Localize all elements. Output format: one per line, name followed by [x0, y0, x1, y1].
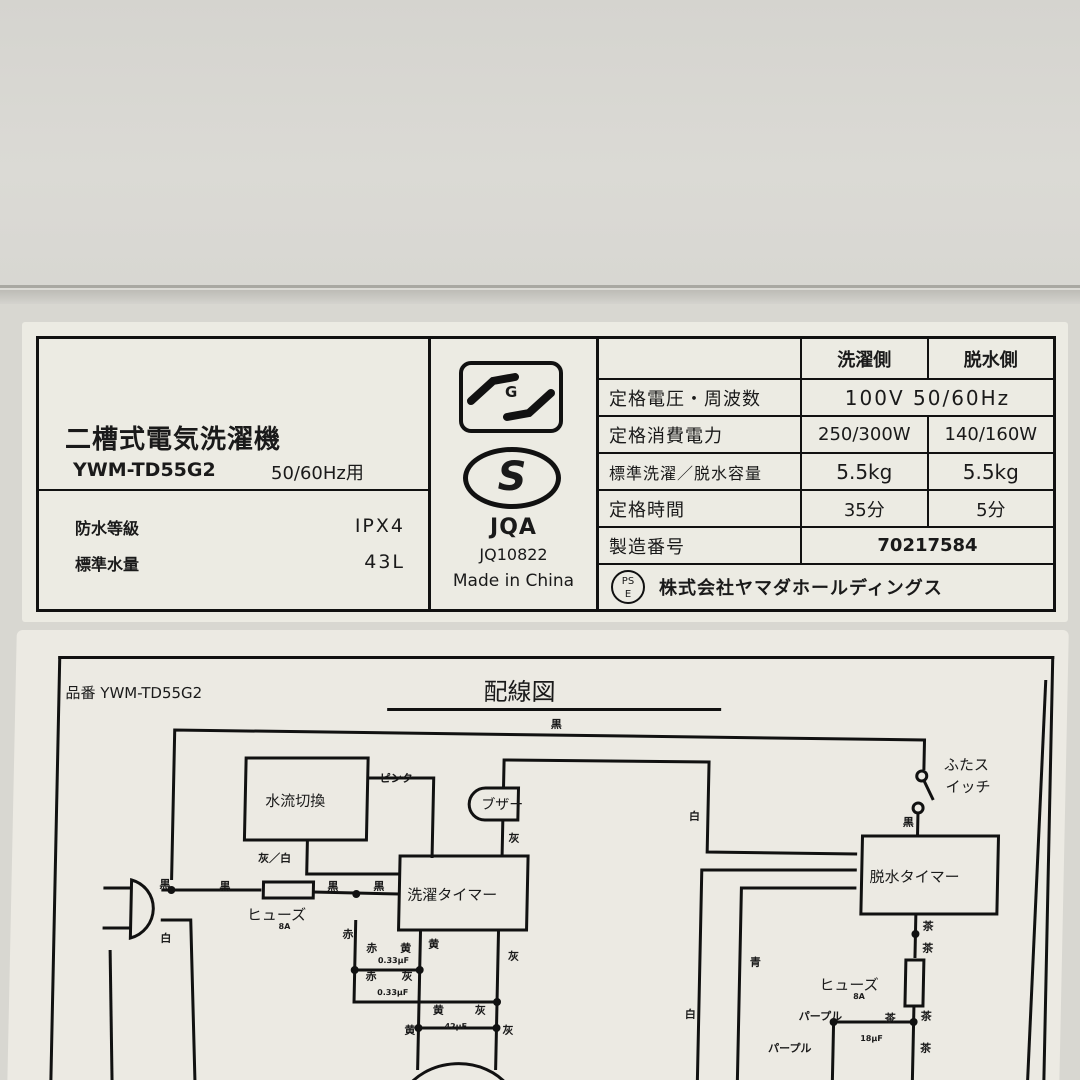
fuse-wash-label: ヒューズ — [246, 906, 307, 924]
pse-bottom: E — [624, 589, 632, 600]
wire-label-red-2: 赤 — [366, 942, 378, 955]
spin-time-value: 5分 — [927, 490, 1053, 528]
capacitor-value-3: 42μF — [444, 1022, 468, 1031]
water-flow-switch-label: 水流切換 — [265, 792, 326, 810]
wash-timer-label: 洗濯タイマー — [407, 886, 498, 904]
wire-label-black-plug: 黒 — [159, 878, 171, 891]
lid-edge — [0, 290, 1080, 304]
wire-label-black-top: 黒 — [550, 718, 562, 731]
wash-capacity-value: 5.5kg — [801, 453, 929, 491]
wire-label-brown-5: 茶 — [919, 1042, 932, 1055]
waterproof-grade-row: 防水等級 IPX4 — [75, 515, 405, 539]
header-spin-side: 脱水側 — [927, 339, 1053, 380]
row-label: 定格電圧・周波数 — [599, 379, 802, 417]
fuse-wash-rating: 8A — [278, 922, 291, 931]
wire-label-yellow: 黄 — [400, 942, 412, 955]
row-label: 標準洗濯／脱水容量 — [599, 453, 802, 491]
rating-plate-frame: 二槽式電気洗濯機 YWM-TD55G2 50/60Hz用 防水等級 IPX4 標… — [36, 336, 1056, 612]
standard-water-row: 標準水量 43L — [75, 551, 405, 575]
table-row: 製造番号 70217584 — [599, 527, 1053, 565]
wire-label-black-lid: 黒 — [902, 816, 914, 829]
table-header-row: 洗濯側 脱水側 — [599, 339, 1053, 380]
spin-capacity-value: 5.5kg — [927, 453, 1053, 491]
product-header: 二槽式電気洗濯機 YWM-TD55G2 50/60Hz用 — [39, 339, 428, 491]
table-row: 定格電圧・周波数 100V 50/60Hz — [599, 379, 1053, 417]
manufacturer-row: PS E 株式会社ヤマダホールディングス — [599, 565, 1053, 609]
wire-label-purple-2: パープル — [767, 1042, 812, 1055]
spec-value: 43L — [364, 551, 405, 573]
product-info-section: 二槽式電気洗濯機 YWM-TD55G2 50/60Hz用 防水等級 IPX4 標… — [39, 339, 431, 609]
spec-value: IPX4 — [354, 515, 405, 537]
spec-table-section: 洗濯側 脱水側 定格電圧・周波数 100V 50/60Hz 定格消費電力 250… — [599, 339, 1053, 609]
wire-label-gray-5: 灰 — [502, 1024, 514, 1037]
g-letter: G — [505, 383, 518, 401]
wire-label-red: 赤 — [342, 928, 354, 941]
wire-label-black-2: 黒 — [219, 880, 231, 893]
spec-table: 洗濯側 脱水側 定格電圧・周波数 100V 50/60Hz 定格消費電力 250… — [599, 339, 1053, 565]
wire-label-purple-1: パープル — [798, 1010, 843, 1023]
wire-label-yellow-2: 黄 — [428, 938, 440, 951]
wire-label-white: 白 — [688, 810, 701, 823]
wire-label-brown-4: 茶 — [920, 1010, 932, 1023]
buzzer-label: ブザー — [480, 797, 524, 813]
wash-time-value: 35分 — [801, 490, 929, 528]
lid-switch-label-2: イッチ — [945, 778, 991, 796]
jqa-label: JQA — [490, 515, 537, 540]
spin-timer-label: 脱水タイマー — [869, 868, 960, 886]
fuse-spin-rating: 8A — [853, 992, 866, 1001]
frequency-use: 50/60Hz用 — [271, 463, 364, 484]
circuit-lines — [102, 679, 1048, 1080]
jqa-number: JQ10822 — [479, 545, 548, 564]
wire-label-gray-buzzer: 灰 — [508, 832, 520, 845]
capacitor-value-1: 0.33μF — [377, 956, 410, 965]
header-blank — [599, 339, 802, 380]
rating-plate: 二槽式電気洗濯機 YWM-TD55G2 50/60Hz用 防水等級 IPX4 標… — [22, 322, 1068, 622]
wire-label-blue: 青 — [749, 956, 761, 969]
manufacturer-name: 株式会社ヤマダホールディングス — [659, 578, 943, 599]
row-label: 定格消費電力 — [599, 416, 802, 454]
fuse-spin-label: ヒューズ — [819, 976, 879, 994]
serial-number-value: 70217584 — [801, 527, 1053, 565]
washer-lid — [0, 0, 1080, 288]
s-mark-icon: S — [463, 447, 561, 509]
lid-switch-label-1: ふたス — [943, 756, 990, 774]
wire-label-brown-2: 茶 — [922, 942, 934, 955]
wire-label-white-2: 白 — [684, 1008, 696, 1021]
wash-power-value: 250/300W — [801, 416, 929, 454]
wire-label-pink: ピンク — [379, 772, 413, 785]
table-row: 標準洗濯／脱水容量 5.5kg 5.5kg — [599, 453, 1053, 491]
capacitor-value-2: 0.33μF — [377, 988, 409, 997]
capacitor-value-4: 18μF — [860, 1034, 883, 1043]
model-number: YWM-TD55G2 — [73, 459, 216, 481]
table-row: 定格消費電力 250/300W 140/160W — [599, 416, 1053, 454]
wire-label-black-3: 黒 — [327, 880, 339, 893]
wire-label-gray-2: 灰 — [401, 970, 413, 983]
pse-top: PS — [621, 576, 635, 587]
wire-label-gray-4: 灰 — [474, 1004, 486, 1017]
pse-mark-icon: PS E — [611, 570, 645, 604]
wire-label-gray-white: 灰／白 — [257, 852, 292, 865]
wire-label-brown-3: 茶 — [884, 1012, 896, 1025]
header-wash-side: 洗濯側 — [801, 339, 929, 380]
row-label: 定格時間 — [599, 490, 802, 528]
wire-label-white-plug: 白 — [160, 932, 172, 945]
wire-label-yellow-3: 黄 — [432, 1004, 444, 1017]
spec-label: 標準水量 — [75, 555, 140, 574]
wiring-diagram-label: 品番 YWM-TD55G2 配線図 — [7, 630, 1069, 1080]
rated-voltage-value: 100V 50/60Hz — [801, 379, 1053, 417]
wire-label-brown-1: 茶 — [922, 920, 934, 933]
certification-section: G S JQA JQ10822 Made in China — [431, 339, 599, 609]
spec-label: 防水等級 — [75, 519, 140, 538]
wire-label-black-4: 黒 — [373, 880, 385, 893]
wire-label-yellow-4: 黄 — [404, 1024, 416, 1037]
wire-label-gray-3: 灰 — [507, 950, 520, 963]
g-mark-icon: G — [459, 361, 563, 433]
wire-label-red-3: 赤 — [365, 970, 377, 983]
table-row: 定格時間 35分 5分 — [599, 490, 1053, 528]
handshake-icon — [467, 373, 555, 421]
spin-power-value: 140/160W — [927, 416, 1053, 454]
product-name: 二槽式電気洗濯機 — [65, 425, 282, 455]
country-of-origin: Made in China — [452, 571, 575, 591]
row-label: 製造番号 — [599, 527, 802, 565]
